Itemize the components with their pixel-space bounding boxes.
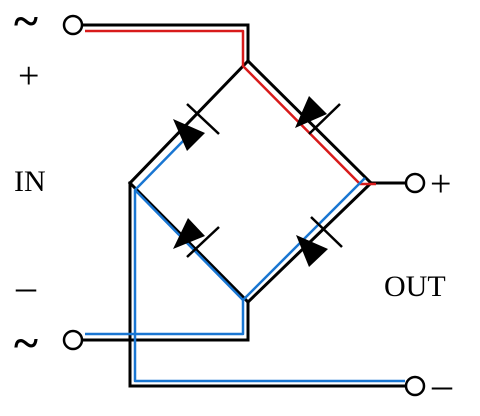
negative-current-path (85, 137, 405, 383)
diode-d4-triangle (296, 235, 328, 267)
diode-d2-triangle (295, 96, 327, 128)
terminal-out-minus (404, 375, 426, 397)
label-out-plus: + (430, 163, 451, 205)
wire-bridge-top-right (245, 58, 374, 186)
label-minus-left: – (15, 264, 37, 309)
label-out: OUT (384, 270, 446, 303)
terminal-ac-top (62, 14, 84, 36)
wire-bridge-top-left (127, 58, 251, 186)
diode-d4 (296, 216, 343, 267)
diode-d3-bar (186, 226, 220, 258)
wire-ac-bottom (81, 300, 250, 342)
wire-out-minus (128, 181, 407, 388)
terminals (62, 14, 426, 397)
positive-current-path (85, 29, 376, 186)
label-in: IN (14, 165, 46, 198)
diode-d3-triangle (173, 218, 205, 249)
diode-d1-bar (186, 103, 220, 135)
diode-d1 (173, 103, 220, 151)
wire-ac-top (81, 23, 250, 63)
label-ac-top: ~ (14, 0, 38, 46)
label-ac-bottom: ~ (14, 317, 38, 368)
diode-d1-triangle (173, 119, 205, 151)
label-out-minus: – (431, 362, 453, 407)
label-plus-left: + (18, 55, 39, 97)
terminal-ac-bottom (62, 329, 84, 351)
terminal-out-plus (404, 172, 426, 194)
diode-d3 (173, 218, 220, 258)
diode-d2 (295, 96, 341, 135)
diode-d4-bar (310, 216, 343, 248)
diode-d2-bar (308, 103, 341, 135)
